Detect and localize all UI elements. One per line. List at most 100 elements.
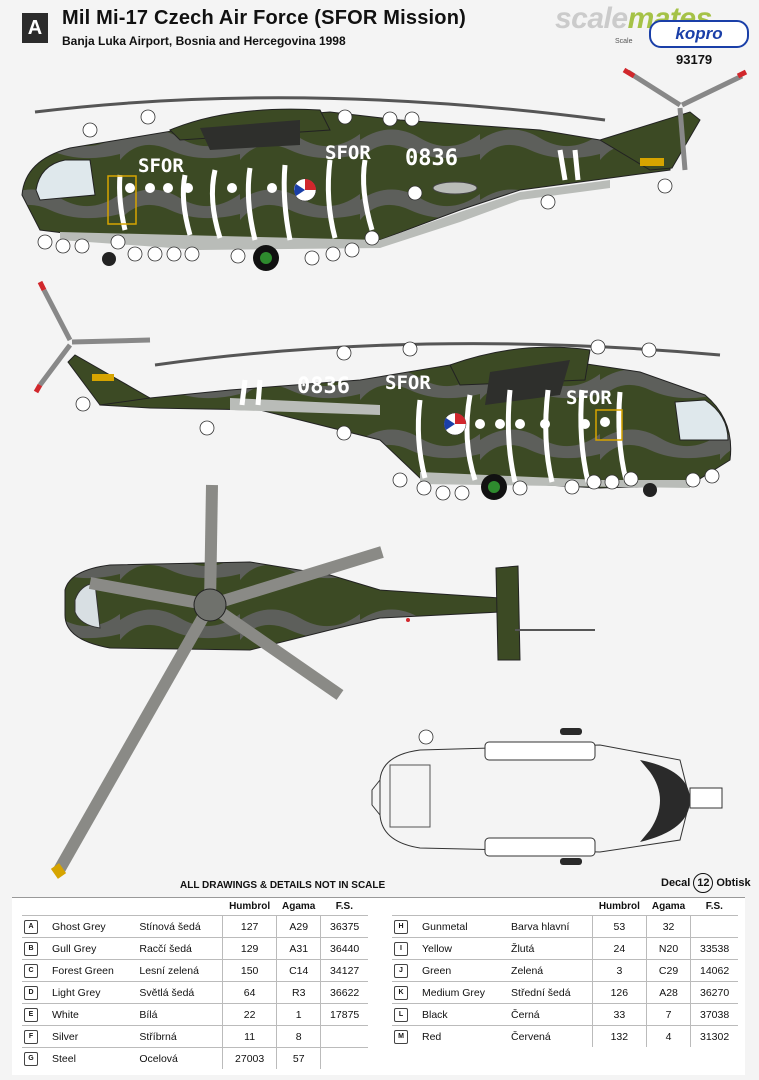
paint-chip-icon: K [394,986,408,1000]
czech-roundel-left [293,178,317,202]
agama-value: C14 [276,959,321,982]
paint-name-cz: Žlutá [507,937,593,960]
humbrol-value: 24 [591,937,647,960]
paint-chip-icon: D [24,986,38,1000]
fs-value: 14062 [690,959,738,982]
paint-name: Gunmetal [418,915,508,938]
sfor-marking-left: SFOR [138,155,184,177]
paint-name-cz: Bílá [135,1003,223,1026]
sfor-marking-left-2: SFOR [325,142,371,164]
fs-value: 36270 [690,981,738,1004]
humbrol-value: 126 [591,981,647,1004]
agama-value: 1 [276,1003,321,1026]
paint-name-cz: Zelená [507,959,593,982]
sheet-letter-badge: A [22,13,48,43]
agama-value: A29 [276,915,321,938]
paint-name-cz: Černá [507,1003,593,1026]
paint-chip-icon: H [394,920,408,934]
fs-value: 33538 [690,937,738,960]
paint-name-cz: Barva hlavní [507,915,593,938]
paint-chip-icon: L [394,1008,408,1022]
decal-label: Decal [661,877,691,889]
col-agama: Agama [651,900,686,912]
paint-code-chip: E [22,1003,48,1026]
fs-value: 17875 [320,1003,368,1026]
top-view [50,484,595,879]
paint-chip-icon: M [394,1030,408,1044]
humbrol-value: 127 [222,915,277,938]
paint-code-chip: G [22,1047,48,1069]
czech-roundel-right [443,412,467,436]
paint-chip-icon: C [24,964,38,978]
paint-name: Gull Grey [48,937,136,960]
paint-name: Green [418,959,508,982]
col-humbrol: Humbrol [229,900,271,912]
decal-number: 12 [693,873,714,893]
paint-table-header: Humbrol Agama F.S. [22,897,368,916]
agama-value: 4 [645,1025,691,1047]
scale-disclaimer: ALL DRAWINGS & DETAILS NOT IN SCALE [180,880,386,891]
paint-name: Ghost Grey [48,915,136,938]
paint-name: Light Grey [48,981,136,1004]
paint-name: Red [418,1025,508,1047]
brand-logo: kopro [649,20,749,48]
paint-chip-icon: J [394,964,408,978]
part-callouts [37,109,720,745]
page-subtitle: Banja Luka Airport, Bosnia and Hercegovi… [62,34,346,48]
agama-value: 57 [276,1047,321,1069]
paint-code-chip: L [392,1003,418,1026]
paint-name-cz: Červená [507,1025,593,1047]
paint-chip-icon: A [24,920,38,934]
fs-value: 36622 [320,981,368,1004]
col-humbrol: Humbrol [598,900,640,912]
fs-value: 37038 [690,1003,738,1026]
decal-label-cz: Obtisk [716,877,751,889]
paint-name: White [48,1003,136,1026]
watermark-part-a: scale [555,2,628,35]
paint-chip-icon: I [394,942,408,956]
paint-chip-icon: E [24,1008,38,1022]
agama-value: 32 [645,915,691,938]
paint-table-header: Humbrol Agama F.S. [392,897,738,916]
humbrol-value: 129 [222,937,277,960]
fs-value: 34127 [320,959,368,982]
humbrol-value: 33 [591,1003,647,1026]
scale-label: Scale [615,38,633,45]
page-title: Mil Mi-17 Czech Air Force (SFOR Mission) [62,7,466,29]
paint-code-chip: A [22,915,48,938]
paint-name: Medium Grey [418,981,508,1004]
paint-name-cz: Stříbrná [135,1025,223,1048]
paint-name: Yellow [418,937,508,960]
sfor-marking-right: SFOR [385,372,431,394]
paint-chip-icon: F [24,1030,38,1044]
paint-code-chip: K [392,981,418,1004]
humbrol-value: 53 [591,915,647,938]
agama-value: A28 [645,981,691,1004]
paint-chip-icon: B [24,942,38,956]
agama-value: 7 [645,1003,691,1026]
paint-code-chip: C [22,959,48,982]
left-side-profile [21,67,748,271]
paint-code-chip: M [392,1025,418,1047]
paint-name: Forest Green [48,959,136,982]
paint-code-chip: B [22,937,48,960]
paint-code-chip: J [392,959,418,982]
paint-code-chip: I [392,937,418,960]
code-number-right: 0836 [297,374,350,399]
agama-value: 8 [276,1025,321,1048]
fs-value [320,1047,368,1069]
paint-name-cz: Střední šedá [507,981,593,1004]
paint-chip-icon: G [24,1052,38,1066]
humbrol-value: 3 [591,959,647,982]
